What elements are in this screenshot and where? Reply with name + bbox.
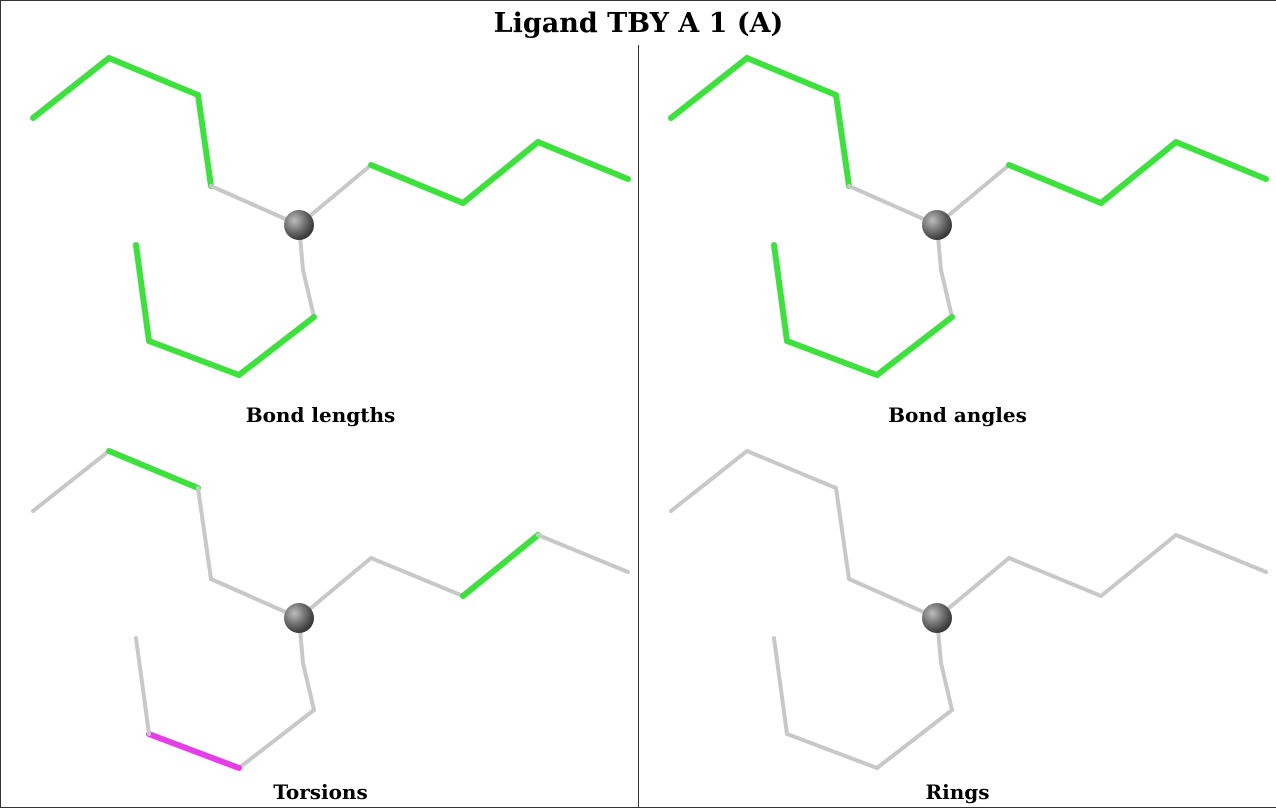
bond-c1-c2 [939, 268, 954, 319]
panel-torsions: Torsions [0, 430, 640, 808]
caption-bond-lengths: Bond lengths [245, 403, 396, 427]
bond-b1-b2 [1006, 162, 1104, 206]
bond-c2-c3 [874, 314, 955, 378]
molecule-torsions [31, 448, 630, 771]
bond-a1-a2 [669, 449, 749, 513]
molecule-bond-angles [668, 55, 1269, 378]
bond-b2-b3 [1098, 139, 1179, 206]
bond-c3-c4 [146, 731, 242, 771]
bond-a3-a4 [196, 486, 213, 581]
bond-c2-c3 [237, 708, 316, 770]
bond-cen-b1 [935, 556, 1011, 620]
bond-b3-b4 [536, 533, 630, 574]
caption-torsions: Torsions [273, 780, 368, 804]
bond-a3-a4 [834, 486, 851, 581]
bond-cen-b1 [297, 163, 373, 227]
central-atom [284, 603, 314, 633]
bond-b3-b4 [1174, 533, 1268, 574]
bond-a2-a3 [744, 55, 839, 98]
bond-a3-a4 [195, 92, 214, 189]
bond-a4-cen [847, 184, 939, 227]
bond-c3-c4 [785, 732, 879, 770]
bond-a4-cen [209, 184, 301, 227]
bond-a4-cen [209, 577, 301, 620]
molecule-bond-lengths [30, 55, 631, 378]
bond-b3-b4 [1173, 139, 1269, 182]
bond-c4-c5 [134, 636, 151, 736]
bond-c4-c5 [771, 242, 790, 344]
molecule-rings [669, 449, 1268, 770]
caption-rings: Rings [925, 780, 990, 804]
bond-c4-c5 [772, 636, 789, 736]
bond-c2-c3 [875, 708, 954, 770]
bond-b1-b2 [368, 162, 466, 206]
bond-b2-b3 [460, 532, 541, 599]
bond-b2-b3 [460, 139, 541, 206]
bond-c4-c5 [133, 242, 152, 344]
bond-b3-b4 [535, 139, 631, 182]
bond-a2-a3 [106, 55, 201, 98]
panel-bond-lengths: Bond lengths [0, 45, 640, 431]
bond-c3-c4 [784, 338, 880, 378]
bond-cen-b1 [935, 163, 1011, 227]
bond-a1-a2 [668, 55, 750, 121]
panel-rings: Rings [638, 430, 1276, 808]
central-atom [922, 603, 952, 633]
bond-a4-cen [847, 577, 939, 620]
panel-bond-angles: Bond angles [638, 45, 1276, 431]
bond-b2-b3 [1099, 533, 1178, 598]
caption-bond-angles: Bond angles [888, 403, 1027, 427]
bond-cen-b1 [297, 556, 373, 620]
bond-c3-c4 [146, 338, 242, 378]
bond-a3-a4 [833, 92, 852, 189]
bond-b1-b2 [369, 556, 465, 598]
bond-c1-c2 [939, 661, 954, 712]
central-atom [922, 210, 952, 240]
bond-a1-a2 [30, 55, 112, 121]
bond-c2-c3 [236, 314, 317, 378]
bond-a1-a2 [31, 449, 111, 513]
bond-a2-a3 [106, 448, 201, 491]
bond-c1-c2 [301, 268, 316, 319]
bond-c1-c2 [301, 661, 316, 712]
bond-a2-a3 [745, 449, 838, 490]
figure-title: Ligand TBY A 1 (A) [0, 0, 1276, 46]
central-atom [284, 210, 314, 240]
bond-b1-b2 [1007, 556, 1103, 598]
